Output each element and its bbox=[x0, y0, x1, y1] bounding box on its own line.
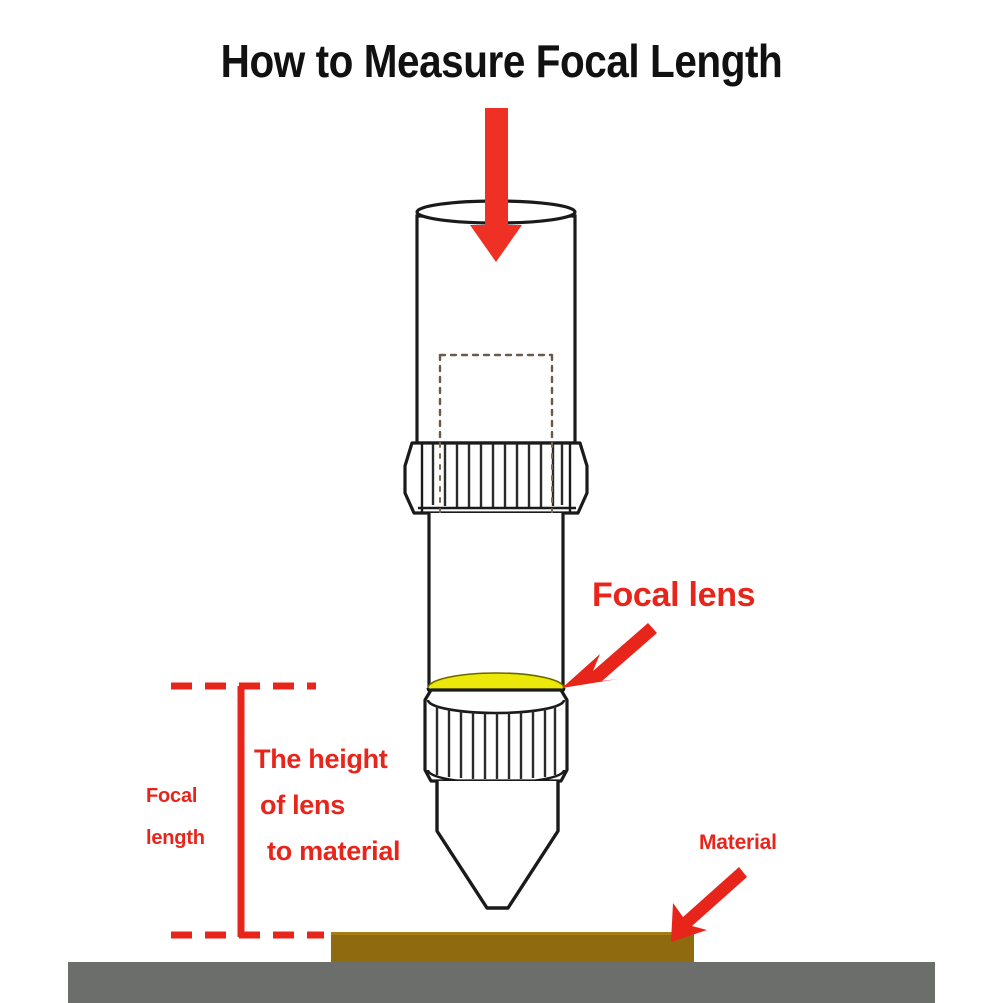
hidden-internal-edges bbox=[438, 353, 554, 454]
height-of-lens-label: The height of lens to material bbox=[254, 744, 401, 866]
lower-tube-barrel bbox=[427, 513, 565, 688]
machine-bed-base bbox=[68, 962, 935, 1003]
lower-collar-knurls bbox=[435, 706, 557, 779]
page-title: How to Measure Focal Length bbox=[220, 35, 783, 87]
collar-hidden-edges bbox=[439, 442, 553, 514]
workpiece-material bbox=[331, 932, 694, 962]
focal-length-dimension bbox=[171, 682, 324, 939]
focal-lens-label: Focal lens bbox=[592, 576, 756, 614]
focal-length-label-line2: length bbox=[146, 827, 205, 849]
workpiece-material-highlight bbox=[331, 932, 694, 935]
material-label: Material bbox=[699, 831, 777, 854]
height-label-line3: to material bbox=[267, 836, 401, 866]
focal-length-label: Focal length bbox=[146, 786, 205, 848]
material-callout-arrow bbox=[671, 867, 747, 942]
upper-collar-knurls bbox=[431, 444, 564, 508]
focal-lens-callout-arrow bbox=[562, 623, 657, 688]
height-label-line2: of lens bbox=[260, 790, 345, 820]
laser-head-assembly bbox=[403, 199, 589, 910]
laser-beam-arrow bbox=[470, 108, 522, 262]
height-label-line1: The height bbox=[254, 744, 388, 774]
upper-knurled-collar bbox=[403, 441, 589, 515]
lower-knurled-collar bbox=[423, 688, 569, 785]
focal-length-label-line1: Focal bbox=[146, 785, 198, 807]
nozzle-cone-tip bbox=[435, 781, 560, 910]
